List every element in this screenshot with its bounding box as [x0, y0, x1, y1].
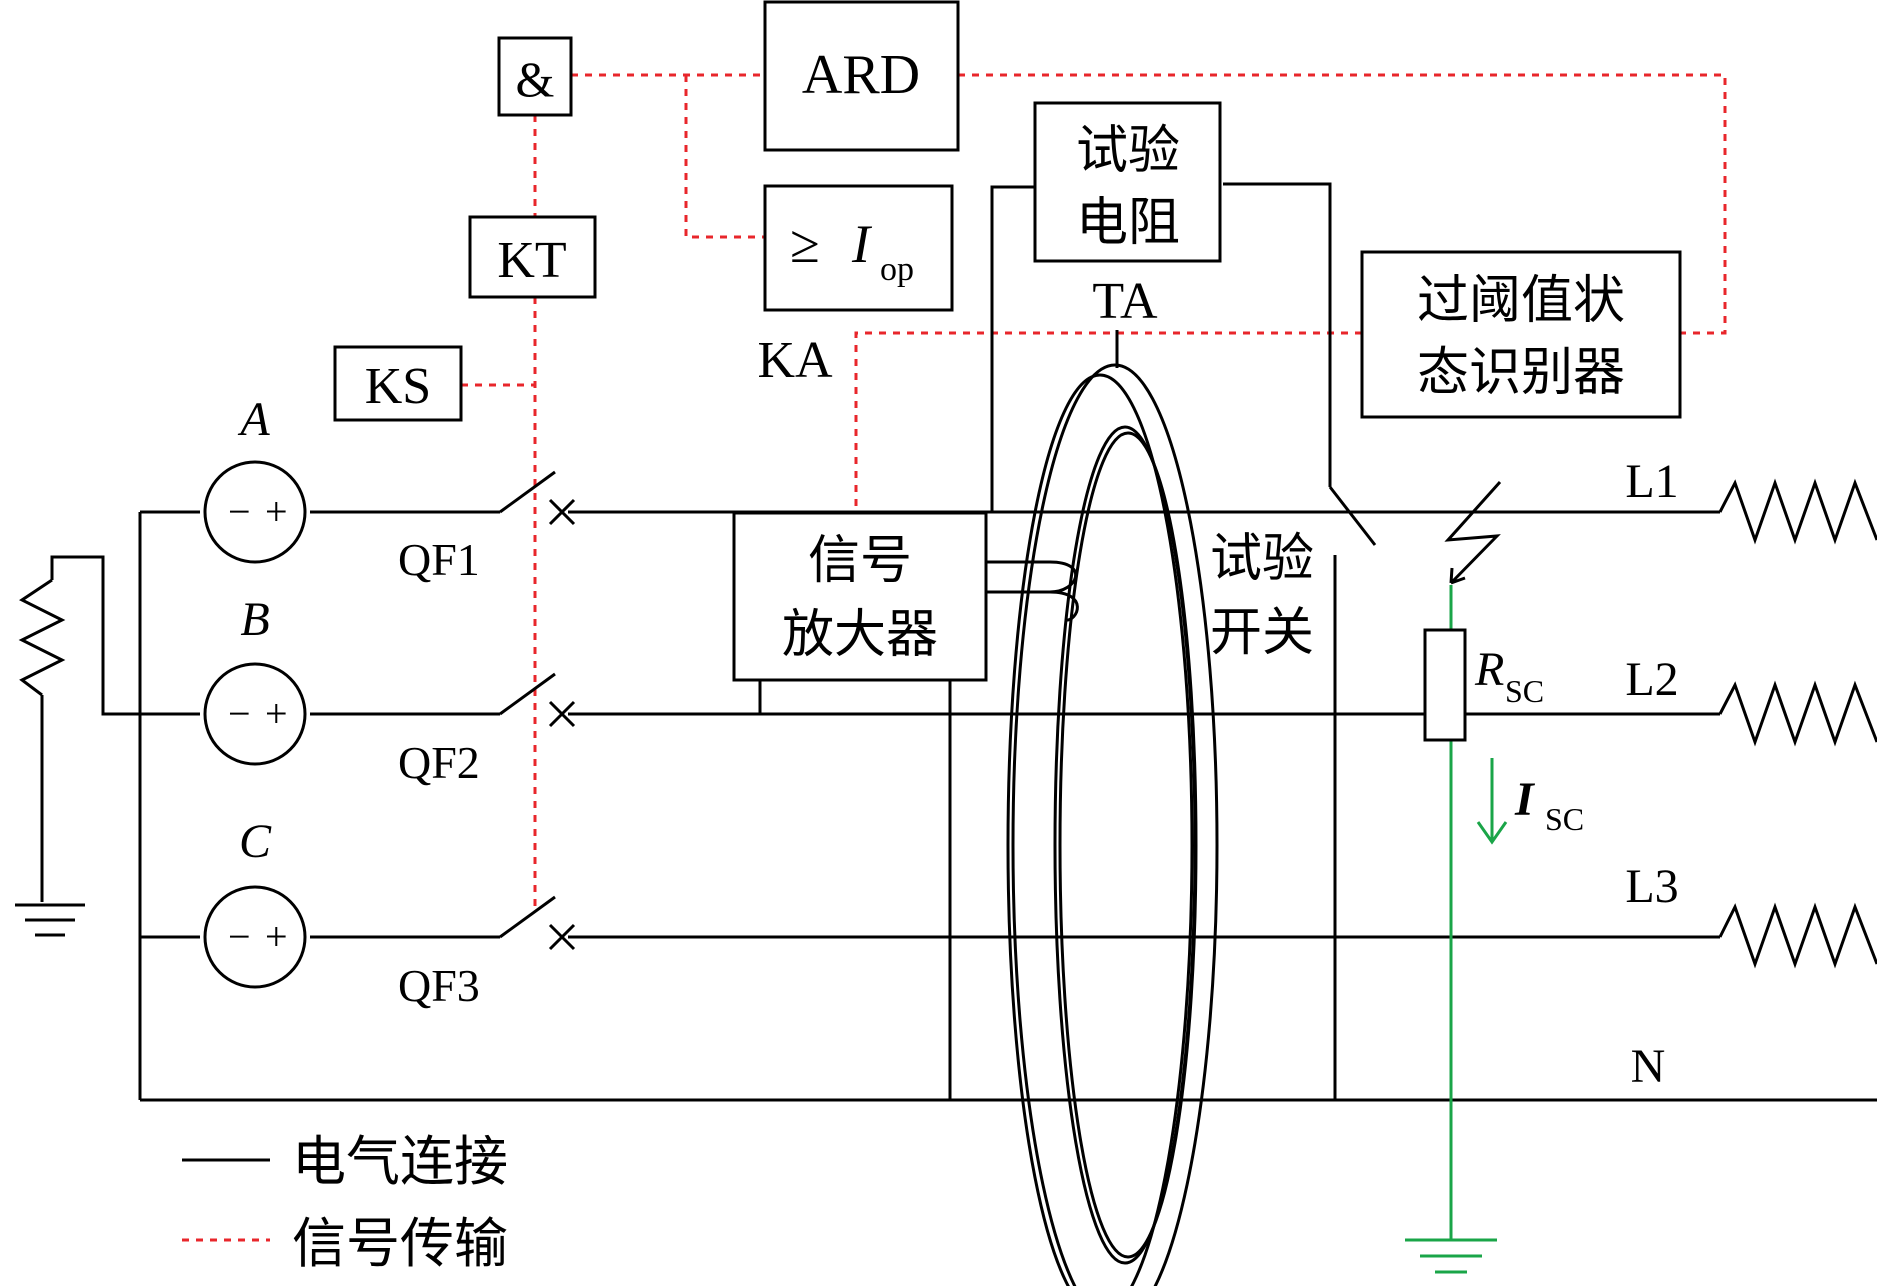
source-a-minus: −	[228, 489, 251, 534]
kt-box: KT	[468, 215, 597, 299]
current-relay-box: ≥ I op	[763, 184, 954, 312]
legend: 电气连接 信号传输	[182, 1130, 508, 1275]
qf2-label: QF2	[398, 737, 480, 788]
ks-label: KS	[365, 358, 431, 415]
source-a-label: A	[237, 393, 270, 446]
current-transformer-ring	[1006, 330, 1219, 1286]
qf1-label: QF1	[398, 534, 480, 585]
source-a-plus: +	[265, 489, 288, 534]
amplifier-line2: 放大器	[782, 605, 938, 665]
test-switch: 试验 开关	[1210, 486, 1377, 663]
fault-symbol	[1444, 480, 1502, 585]
breaker-qf1: QF1	[398, 470, 576, 585]
legend-signal-label: 信号传输	[292, 1212, 508, 1275]
source-b: − + B	[203, 593, 307, 766]
test-resistor-line2: 电阻	[1076, 193, 1180, 253]
signal-lines	[461, 73, 1727, 912]
kt-label: KT	[497, 232, 566, 289]
load-l3: L3	[1625, 860, 1877, 969]
ta-label: TA	[1092, 273, 1158, 330]
signal-amplifier-box: 信号 放大器	[732, 511, 988, 682]
current-relay-sub: op	[880, 251, 914, 288]
isc-var: I	[1514, 773, 1536, 826]
threshold-line2: 态识别器	[1417, 343, 1625, 403]
ground-symbol-left	[15, 903, 85, 937]
test-switch-line1: 试验	[1210, 529, 1314, 589]
current-relay-symbol: ≥	[790, 214, 820, 274]
n-label: N	[1631, 1040, 1666, 1093]
threshold-line1: 过阈值状	[1417, 271, 1625, 331]
isc-sub: SC	[1545, 801, 1584, 837]
legend-electrical-label: 电气连接	[292, 1130, 508, 1193]
source-c: − + C	[203, 815, 307, 989]
test-switch-line2: 开关	[1210, 603, 1314, 663]
load-l1: L1	[1625, 455, 1877, 545]
rsc-var: R	[1474, 643, 1504, 696]
rsc-resistor: R SC	[1423, 628, 1544, 742]
and-gate: &	[497, 36, 573, 117]
source-b-minus: −	[228, 691, 251, 736]
source-b-plus: +	[265, 691, 288, 736]
qf3-label: QF3	[398, 960, 480, 1011]
fault-path	[1405, 585, 1508, 1274]
breaker-qf2: QF2	[398, 672, 576, 788]
bus-wires	[40, 182, 1877, 1102]
source-b-label: B	[240, 593, 269, 646]
threshold-identifier-box: 过阈值状 态识别器	[1360, 250, 1682, 419]
current-relay-var: I	[851, 214, 873, 274]
grounding-resistor	[18, 578, 66, 697]
test-resistor-line1: 试验	[1076, 121, 1180, 181]
test-resistor-box: 试验 电阻	[1033, 101, 1222, 263]
and-gate-label: &	[516, 51, 555, 107]
load-l2: L2	[1625, 653, 1877, 747]
ard-label: ARD	[802, 44, 920, 106]
rsc-sub: SC	[1505, 673, 1544, 709]
breaker-qf3: QF3	[398, 895, 576, 1011]
source-c-minus: −	[228, 914, 251, 959]
ard-box: ARD	[763, 0, 960, 152]
source-c-plus: +	[265, 914, 288, 959]
isc-label: I SC	[1514, 773, 1584, 837]
l3-label: L3	[1625, 860, 1678, 913]
l1-label: L1	[1625, 455, 1678, 508]
ka-label: KA	[757, 332, 833, 389]
source-a: − + A	[203, 393, 307, 564]
l2-label: L2	[1625, 653, 1678, 706]
ks-box: KS	[333, 345, 463, 422]
source-c-label: C	[239, 815, 272, 868]
amplifier-line1: 信号	[808, 531, 912, 591]
